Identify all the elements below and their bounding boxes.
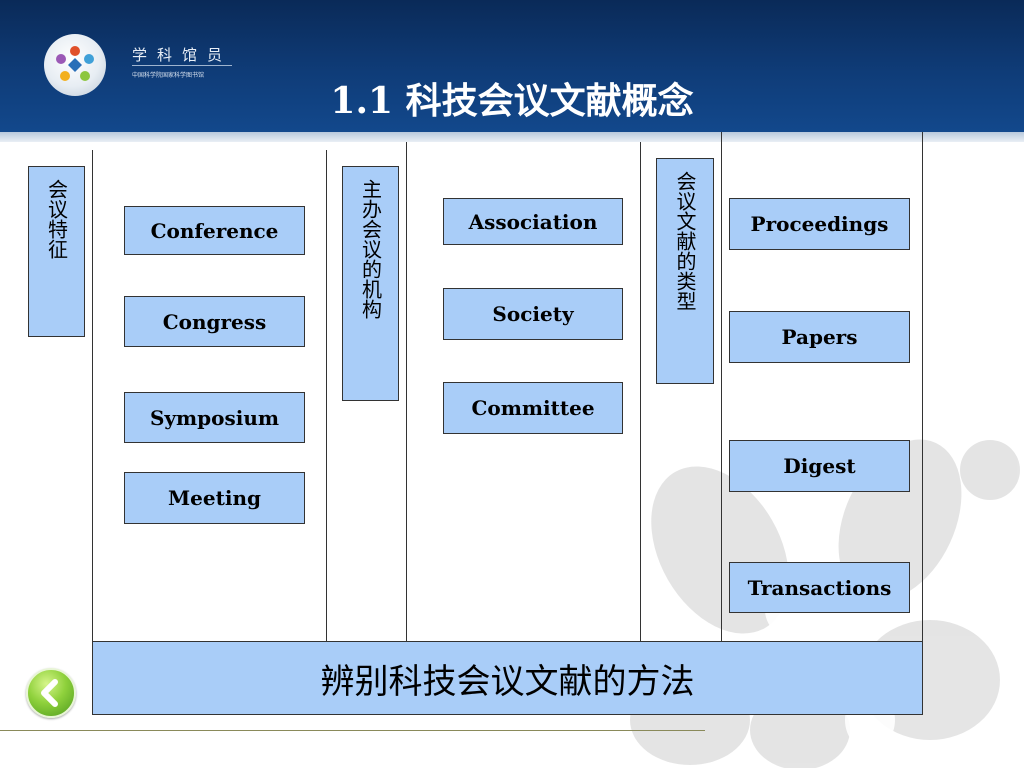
features-category-box: 会议特征 [28,166,85,337]
divider-line [922,132,923,641]
meeting-term-box: Meeting [124,472,305,524]
logo-divider [132,65,232,66]
type-term-box: Digest [729,440,910,492]
types-category-box: 会议文献的类型 [656,158,714,384]
organizer-term-box: Society [443,288,623,340]
page-title: 1.1 科技会议文献概念 [330,80,694,122]
back-button[interactable] [26,668,76,718]
organizers-category-box: 主办会议的机构 [342,166,399,401]
organizers-category-label: 主办会议的机构 [358,179,383,319]
meeting-term-box: Symposium [124,392,305,443]
divider-line [92,150,93,641]
chevron-left-icon [41,679,58,707]
organizer-term-box: Association [443,198,623,245]
type-term-box: Proceedings [729,198,910,250]
logo-title: 学科馆员 [132,46,233,64]
meeting-term-box: Congress [124,296,305,347]
method-label-bar: 辨别科技会议文献的方法 [92,641,923,715]
logo-subtitle: 中国科学院国家科学图书馆 [132,72,205,79]
type-term-box: Transactions [729,562,910,613]
organizer-term-box: Committee [443,382,623,434]
meeting-term-box: Conference [124,206,305,255]
divider-line [326,150,327,641]
features-category-label: 会议特征 [44,179,69,259]
header-banner: 学科馆员 中国科学院国家科学图书馆 1.1 科技会议文献概念 [0,0,1024,132]
footer-line [0,730,705,731]
header-divider [0,132,1024,142]
divider-line [406,142,407,641]
library-logo-icon [44,34,106,96]
types-category-label: 会议文献的类型 [673,171,697,311]
divider-line [640,142,641,641]
divider-line [721,132,722,641]
type-term-box: Papers [729,311,910,363]
